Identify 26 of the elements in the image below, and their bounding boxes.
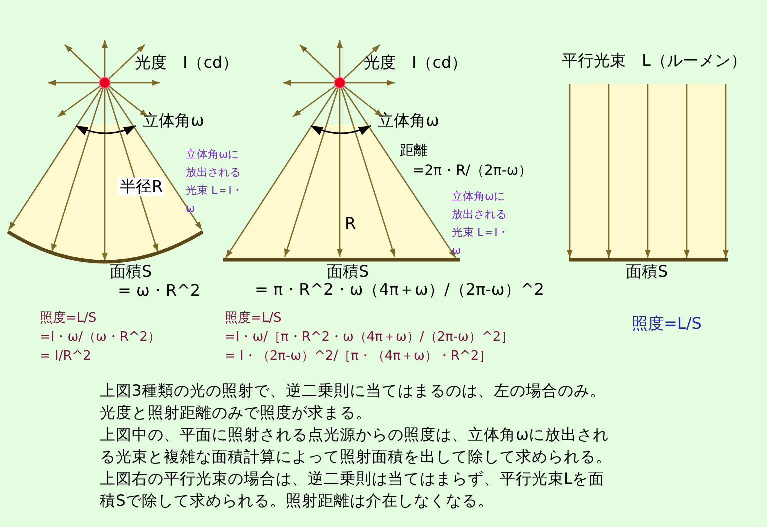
radius-label: R [345, 215, 356, 234]
explanation-text: 上図中の、平面に照射される点光源からの照度は、立体角ωに放出される光束と複雑な面積計算によって照射面積を出して除して求められる。 [100, 425, 613, 468]
explanation-text: 上図3種類の光の照射で、逆二乗則に当てはまるのは、左の場合のみ。光度と照射距離のみで照度が求まる。 [100, 381, 607, 424]
illuminance-formula: = I・（2π-ω）^2/［π・（4π＋ω）・R^2］ [225, 350, 492, 365]
distance-label: 距離 [400, 143, 428, 160]
angle-label: 立体角ω [378, 112, 440, 130]
illuminance-formula: 照度=L/S [632, 315, 702, 334]
angle-label: 立体角ω [143, 112, 204, 130]
intensity-label: 光度 I（cd） [135, 54, 239, 72]
radius-label: 半径R [118, 178, 166, 196]
distance-formula: =2π・R/（2π-ω） [413, 163, 533, 180]
beam-heading: 平行光束 L（ルーメン） [562, 52, 747, 70]
illuminance-formula: 照度=L/S [40, 312, 97, 327]
illuminance-formula: =I・ω/（ω・R^2） [40, 331, 162, 346]
area-label: 面積S [626, 263, 668, 282]
area-formula: = ω・R^2 [118, 282, 201, 300]
area-formula: = π・R^2・ω（4π＋ω）/（2π-ω）^2 [255, 281, 544, 300]
flux-note: 立体角ωに放出される光束 L＝I・ω [452, 189, 510, 259]
light-beam [569, 84, 729, 261]
illuminance-formula: =I・ω/［π・R^2・ω（4π＋ω）/（2π-ω）^2］ [225, 331, 514, 346]
explanation-text: 上図右の平行光束の場合は、逆二乗則は当てはまらず、平行光束Lを面積Sで除して求められる。照射距離は介在しなくなる。 [100, 469, 606, 512]
illuminance-formula: = I/R^2 [40, 350, 92, 365]
intensity-label: 光度 I（cd） [364, 54, 468, 72]
area-label: 面積S [327, 263, 370, 282]
illuminance-formula: 照度=L/S [225, 312, 282, 327]
area-label: 面積S [110, 263, 152, 282]
